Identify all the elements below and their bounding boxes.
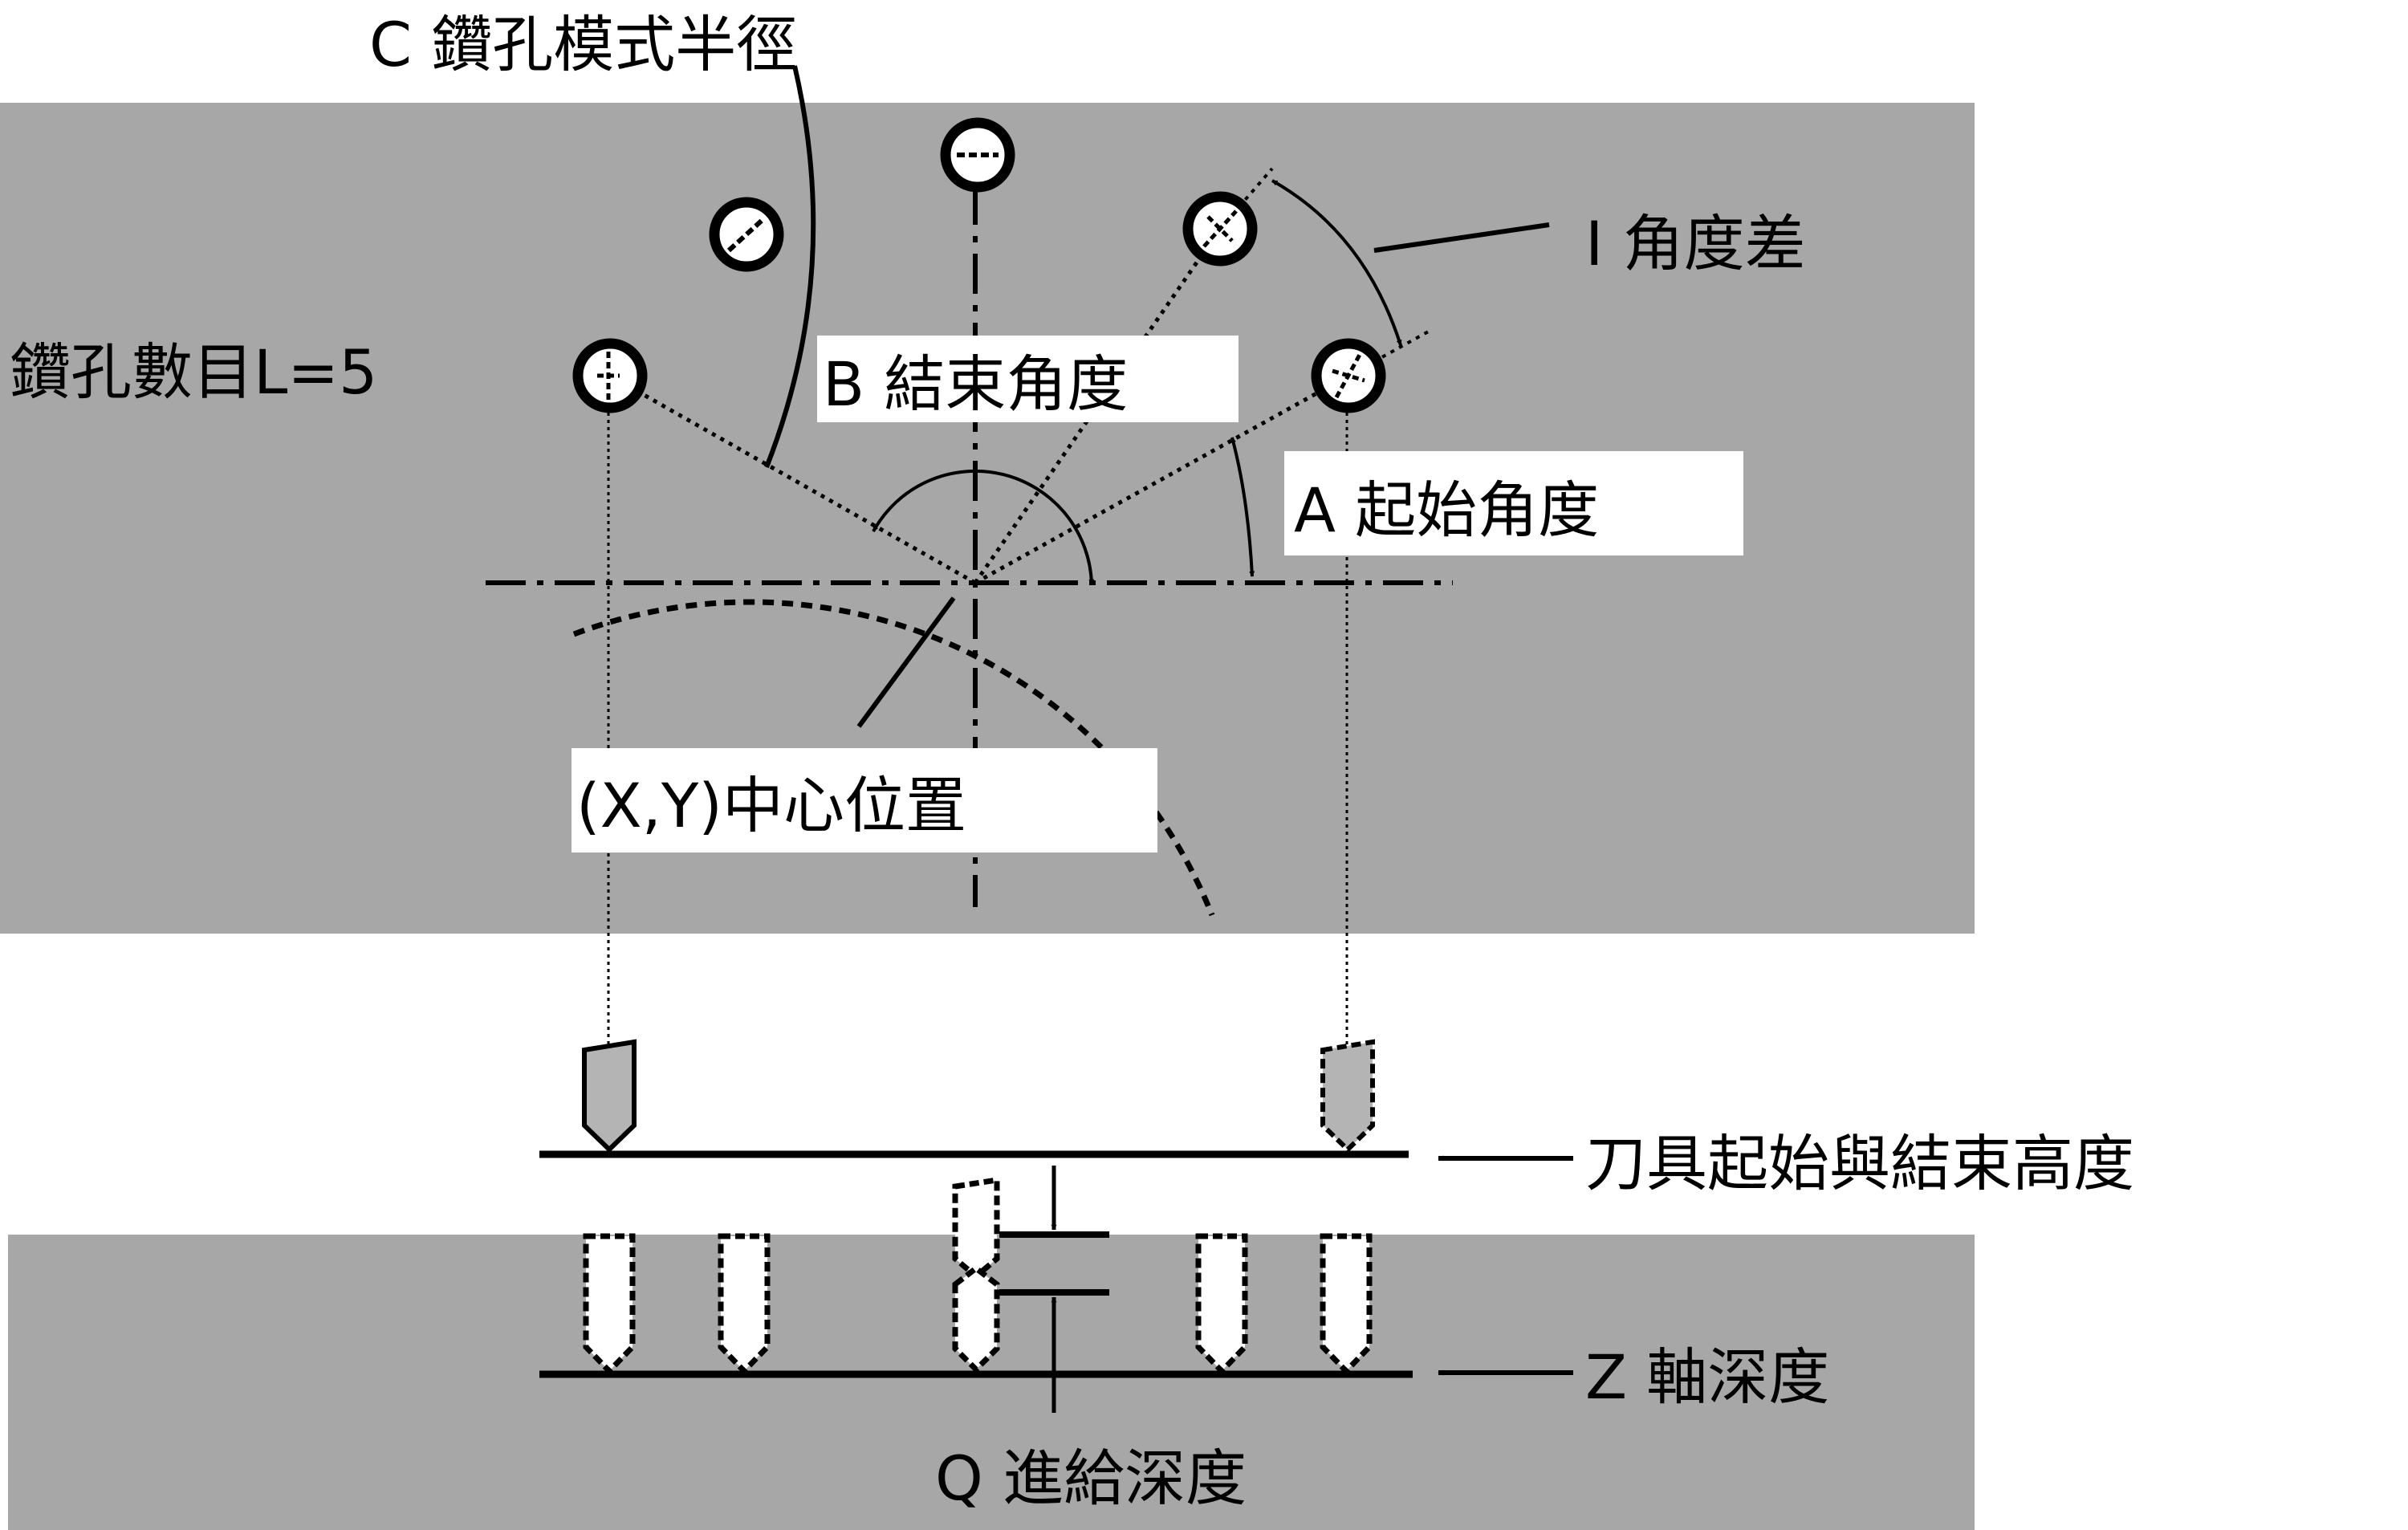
end-angle-arc <box>872 469 1095 585</box>
radius-label: C 鑽孔模式半徑 <box>369 9 797 80</box>
drill-hole-5 <box>1311 338 1386 413</box>
feed-depth-label: Q 進給深度 <box>935 1443 1247 1514</box>
hole-count-label: 鑽孔數目L=5 <box>10 336 377 408</box>
center-label: (X,Y)中心位置 <box>576 770 966 841</box>
drill-hole-3 <box>940 117 1015 193</box>
center-label-bg <box>571 748 1157 852</box>
drill-hole-1 <box>572 338 648 413</box>
bolt-circle-arc <box>572 599 1215 917</box>
start-angle-label: A 起始角度 <box>1294 474 1599 546</box>
drill-tool-depth-5 <box>1320 1233 1373 1376</box>
start-angle-label-bg <box>1284 451 1743 555</box>
end-angle-label: B 結束角度 <box>823 348 1128 420</box>
angle-diff-extension-2 <box>1348 328 1434 377</box>
drill-hole-2 <box>709 197 784 272</box>
center-leader-arrow <box>856 596 956 728</box>
end-angle-label-bg <box>817 336 1239 422</box>
angle-diff-leader-arrow <box>1373 222 1550 253</box>
tool-height-label: 刀具起始與結束高度 <box>1585 1128 2134 1199</box>
z-depth-label: Z 軸深度 <box>1585 1341 1829 1413</box>
angle-diff-label: I 角度差 <box>1585 208 1806 279</box>
drill-tool-depth-2 <box>718 1233 771 1376</box>
drill-tool-solid <box>582 1039 637 1154</box>
drill-tool-depth-1 <box>583 1233 636 1376</box>
drill-hole-4 <box>1182 191 1258 267</box>
start-angle-arc <box>1230 437 1255 577</box>
angle-diff-arc <box>1271 179 1402 346</box>
drill-tool-dashed <box>1320 1039 1375 1154</box>
drill-tool-peck <box>952 1176 1000 1373</box>
drill-tool-depth-4 <box>1195 1233 1248 1376</box>
radius-leader-arrow <box>764 65 816 469</box>
